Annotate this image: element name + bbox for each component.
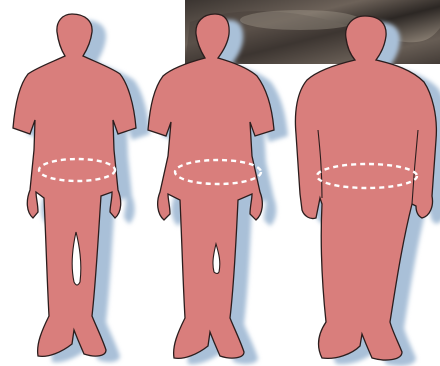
figure-normal-weight (13, 14, 150, 362)
body-silhouette (13, 14, 136, 356)
figure-obese (295, 16, 440, 366)
figure-overweight (148, 14, 288, 364)
body-silhouette (148, 14, 274, 358)
